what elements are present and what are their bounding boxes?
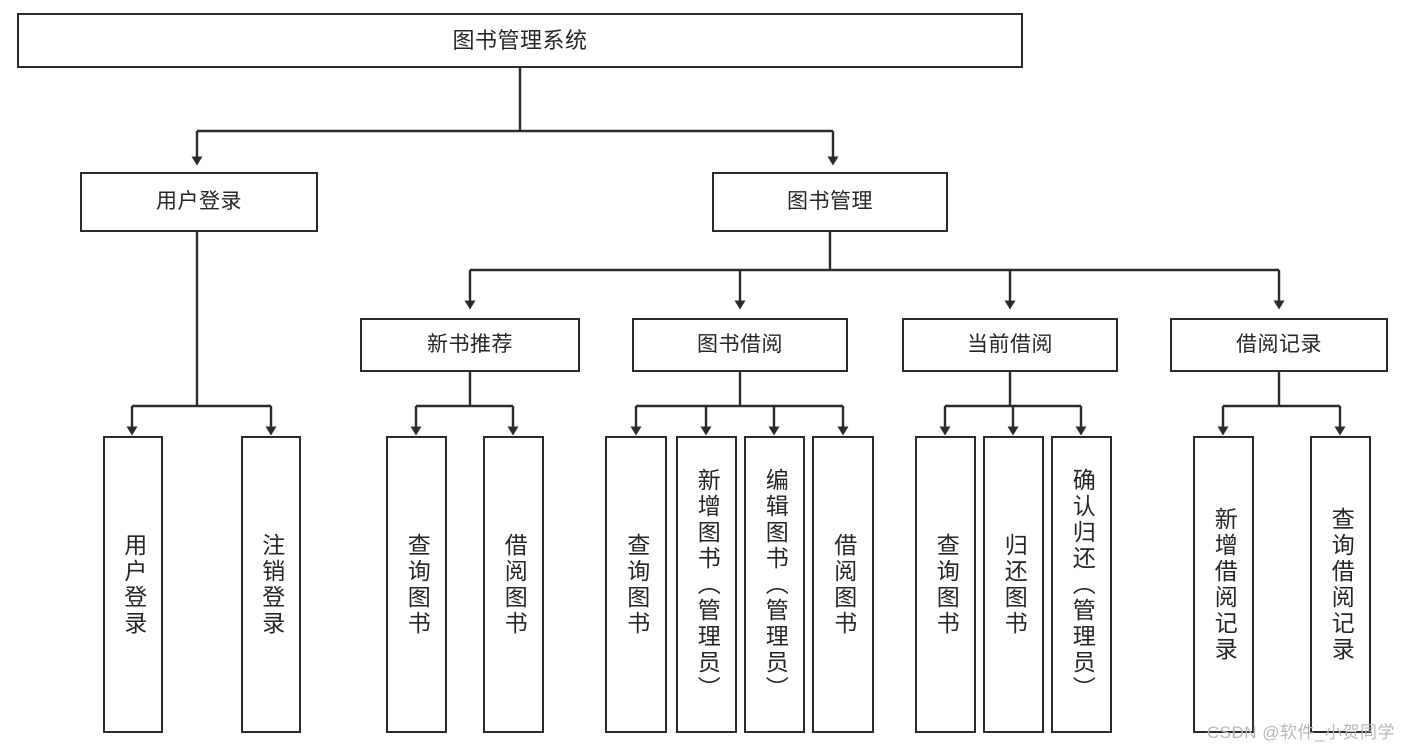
leaf-borrow-edit-book-admin-label: 编辑图书（管理员） [762, 467, 789, 702]
node-new-book-recommend-label: 新书推荐 [427, 332, 513, 356]
leaf-records-add-record-label: 新增借阅记录 [1211, 506, 1238, 663]
node-user-login[interactable]: 用户登录 [80, 172, 318, 232]
leaf-records-query-record-label: 查询借阅记录 [1328, 506, 1355, 663]
node-user-login-label: 用户登录 [156, 189, 242, 213]
leaf-user-login-signout-label: 注销登录 [258, 532, 285, 637]
node-book-management-label: 图书管理 [787, 189, 873, 213]
leaf-current-query-book-label: 查询图书 [933, 532, 960, 637]
leaf-current-confirm-return-admin-label: 确认归还（管理员） [1069, 467, 1096, 702]
leaf-borrow-edit-book-admin[interactable]: 编辑图书（管理员） [744, 436, 805, 733]
leaf-borrow-borrow-book[interactable]: 借阅图书 [812, 436, 874, 733]
leaf-new-book-query[interactable]: 查询图书 [386, 436, 447, 733]
leaf-user-login-signout[interactable]: 注销登录 [241, 436, 301, 733]
leaf-records-query-record[interactable]: 查询借阅记录 [1310, 436, 1371, 733]
leaf-current-return-book[interactable]: 归还图书 [983, 436, 1044, 733]
leaf-borrow-add-book-admin[interactable]: 新增图书（管理员） [676, 436, 737, 733]
node-book-borrow-label: 图书借阅 [697, 332, 783, 356]
csdn-watermark: CSDN @软件_小贺同学 [1206, 723, 1395, 742]
node-book-management[interactable]: 图书管理 [712, 172, 948, 232]
node-root-label: 图书管理系统 [452, 27, 588, 53]
leaf-borrow-query-book-label: 查询图书 [623, 532, 650, 637]
leaf-borrow-add-book-admin-label: 新增图书（管理员） [694, 467, 721, 702]
node-book-borrow[interactable]: 图书借阅 [632, 318, 848, 372]
leaf-current-query-book[interactable]: 查询图书 [915, 436, 976, 733]
leaf-borrow-query-book[interactable]: 查询图书 [605, 436, 667, 733]
node-current-borrow-label: 当前借阅 [967, 332, 1053, 356]
node-root[interactable]: 图书管理系统 [17, 13, 1023, 68]
leaf-new-book-borrow[interactable]: 借阅图书 [483, 436, 544, 733]
leaf-current-confirm-return-admin[interactable]: 确认归还（管理员） [1051, 436, 1112, 733]
leaf-user-login-signin-label: 用户登录 [120, 532, 147, 637]
node-current-borrow[interactable]: 当前借阅 [902, 318, 1118, 372]
node-borrow-records-label: 借阅记录 [1236, 332, 1322, 356]
leaf-new-book-borrow-label: 借阅图书 [501, 532, 528, 637]
leaf-records-add-record[interactable]: 新增借阅记录 [1193, 436, 1254, 733]
leaf-user-login-signin[interactable]: 用户登录 [103, 436, 163, 733]
node-new-book-recommend[interactable]: 新书推荐 [360, 318, 580, 372]
leaf-borrow-borrow-book-label: 借阅图书 [830, 532, 857, 637]
leaf-new-book-query-label: 查询图书 [404, 532, 431, 637]
leaf-current-return-book-label: 归还图书 [1001, 532, 1028, 637]
node-borrow-records[interactable]: 借阅记录 [1170, 318, 1388, 372]
